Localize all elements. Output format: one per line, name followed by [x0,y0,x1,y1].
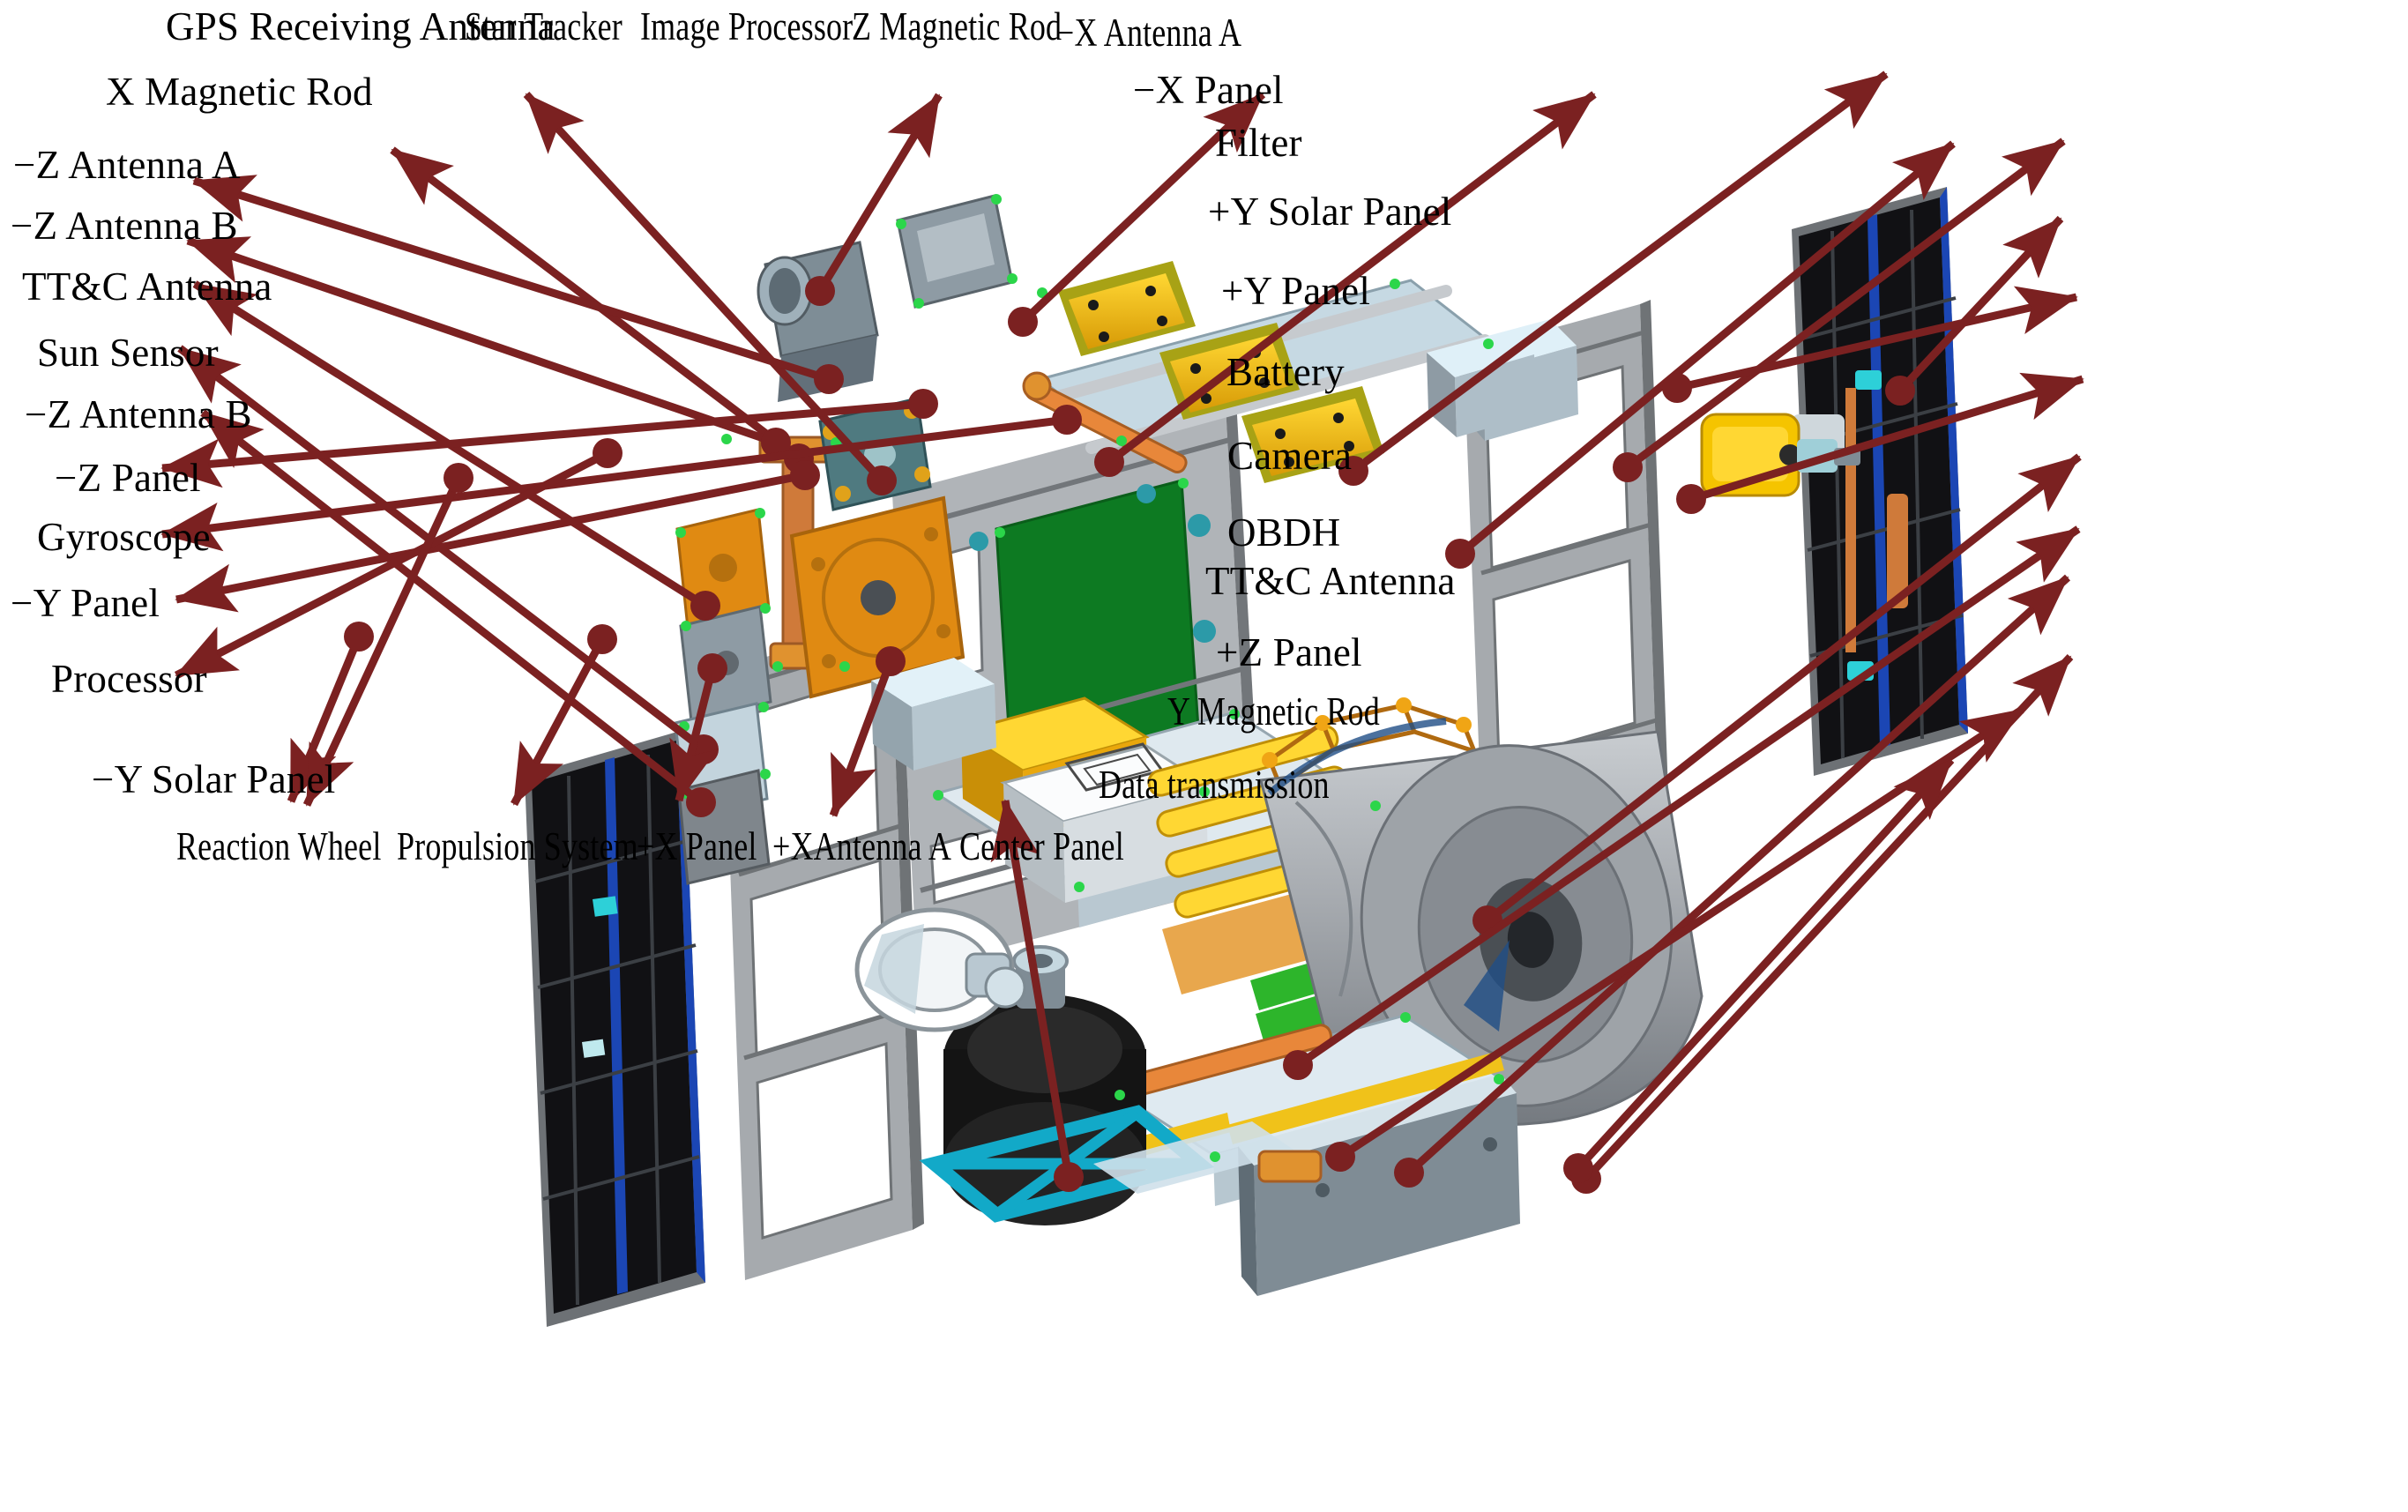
leader-center-panel [990,799,1084,1192]
leader-star-tracker [805,93,943,306]
reaction-wheel-part [854,907,1026,1032]
plus-x-antenna-a-part [1257,1150,1323,1183]
leader-minus-y-solar-panel-anchor-dot [344,622,374,652]
leader-plus-y-solar-panel [1885,215,2064,406]
minus-y-solar-panel-part [525,730,705,1327]
callout-label-minus-y-solar-panel: −Y Solar Panel [92,757,336,801]
callout-label-image-processor: Image Processor [640,4,854,48]
leader-reaction-wheel-anchor-dot [444,463,473,493]
gps-receiving-antenna-part [896,194,1018,309]
leader-ttc-antenna-right [1394,574,2071,1188]
leader-minus-z-panel-anchor-dot [908,389,938,419]
propulsion-system-part [854,907,1215,1225]
leader-ttc-antenna-right-anchor-dot [1394,1158,1424,1188]
callout-label-camera: Camera [1227,434,1353,478]
plus-x-panel-part [1093,1121,1296,1194]
callout-label-x-magnetic-rod: X Magnetic Rod [106,70,373,114]
data-transmission-part [1238,1074,1520,1296]
leader-data-transmission-anchor-dot [1563,1153,1593,1183]
callout-label-ttc-antenna-left: TT&C Antenna [22,264,272,309]
callout-label-minus-z-panel: −Z Panel [55,456,201,500]
leader-propulsion-system-anchor-dot [587,624,617,654]
leader-minus-x-antenna-a [1338,71,1889,486]
leader-reaction-wheel [302,463,473,807]
leader-minus-z-antenna-b-top [186,236,791,458]
leader-gyroscope-anchor-dot [1052,405,1082,435]
plus-z-panel-part [1062,1014,1520,1296]
leader-plus-y-solar-panel-anchor-dot [1885,376,1915,406]
callout-label-plus-y-panel: +Y Panel [1221,269,1371,313]
callout-label-plus-x-panel: +X Panel [637,824,757,868]
leader-processor [174,438,623,680]
callout-label-minus-z-antenna-b-top: −Z Antenna B [11,204,238,248]
callout-label-star-tracker: Star Tracker [465,4,623,48]
leader-minus-z-antenna-a [192,175,844,394]
callout-label-plus-y-solar-panel: +Y Solar Panel [1208,190,1452,234]
leader-plus-x-antenna-a-anchor-dot [876,646,906,676]
callout-label-minus-y-panel: −Y Panel [11,581,160,625]
leader-minus-z-antenna-b-top-anchor-dot [761,428,791,458]
callout-label-center-panel: Center Panel [959,824,1124,868]
leader-gps-receiving-antenna-anchor-dot [867,466,897,495]
callout-label-filter: Filter [1215,121,1302,165]
callout-label-plus-x-antenna-a: +XAntenna A [772,824,952,868]
callout-label-propulsion-system: Propulsion System [397,824,638,868]
callout-label-gps-receiving-antenna: GPS Receiving Antenna [166,4,555,48]
callout-label-minus-x-antenna-a: −X Antenna A [1056,11,1242,55]
leader-processor-anchor-dot [593,438,623,468]
leader-minus-z-antenna-b-anchor-dot [686,787,716,817]
leader-minus-y-panel [175,460,820,613]
leader-minus-y-solar-panel [287,622,374,803]
leader-obdh-anchor-dot [1283,1050,1313,1080]
leader-lines [160,71,2084,1194]
leader-star-tracker-anchor-dot [805,276,835,306]
leader-image-processor [1008,91,1266,337]
leader-plus-x-antenna-a [829,646,906,817]
leader-center-panel-anchor-dot [1054,1162,1084,1192]
leader-battery-anchor-dot [1676,484,1706,514]
callout-label-reaction-wheel: Reaction Wheel [176,824,382,868]
gyroscope-part [1427,331,1536,437]
callout-label-data-transmission: Data transmission [1099,763,1330,807]
callout-label-obdh: OBDH [1227,510,1341,555]
leader-plus-y-panel-anchor-dot [1662,373,1692,403]
callout-label-plus-z-panel: +Z Panel [1216,630,1362,674]
leader-obdh [1283,525,2081,1080]
processor-part [871,658,996,771]
leader-minus-z-antenna-a-anchor-dot [814,364,844,394]
callout-label-battery: Battery [1226,350,1345,394]
leader-propulsion-system [511,624,617,807]
leader-y-magnetic-rod-anchor-dot [1325,1142,1355,1172]
callout-label-minus-z-antenna-b: −Z Antenna B [25,392,252,436]
callout-label-processor: Processor [51,657,207,701]
leader-minus-x-antenna-a-anchor-dot [1338,456,1368,486]
callout-label-minus-x-panel: −X Panel [1133,68,1284,112]
leader-filter [1613,138,2066,482]
leader-minus-x-panel-anchor-dot [1445,539,1475,569]
leader-minus-x-panel [1445,140,1956,569]
leader-gyroscope [160,405,1082,552]
leader-plus-x-panel [669,653,727,802]
leader-sun-sensor [177,345,719,764]
callout-label-ttc-antenna-right: TT&C Antenna [1205,559,1456,603]
leader-filter-anchor-dot [1613,452,1643,482]
leader-ttc-antenna-left-anchor-dot [690,591,720,621]
callout-label-y-magnetic-rod: Y Magnetic Rod [1167,689,1380,734]
callout-label-z-magnetic-rod: Z Magnetic Rod [852,4,1062,48]
leader-data-transmission [1563,756,1955,1183]
callout-label-sun-sensor: Sun Sensor [37,331,219,375]
leader-battery [1676,372,2084,514]
leader-minus-z-panel [160,389,938,488]
leader-plus-y-panel [1662,286,2078,403]
leader-z-magnetic-rod-anchor-dot [1094,447,1124,477]
leader-minus-y-panel-anchor-dot [790,460,820,490]
leader-image-processor-anchor-dot [1008,307,1038,337]
callout-label-gyroscope: Gyroscope [37,515,211,559]
callout-label-minus-z-antenna-a: −Z Antenna A [13,143,241,187]
leader-plus-x-panel-anchor-dot [697,653,727,683]
minus-z-panel-part [789,495,965,699]
leader-z-magnetic-rod [1094,91,1597,477]
